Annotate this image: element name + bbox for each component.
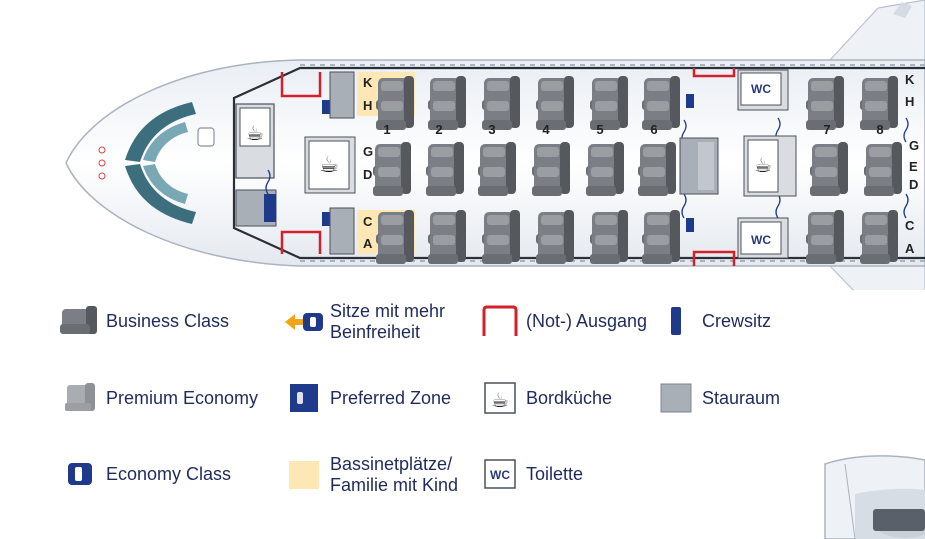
legend-economy: Economy Class <box>58 454 231 494</box>
seat-letter-c-rear: C <box>905 218 915 233</box>
legend-legroom: Sitze mit mehr Beinfreiheit <box>282 301 445 343</box>
legend-bassinet: Bassinetplätze/ Familie mit Kind <box>282 454 458 496</box>
legend-preferred: Preferred Zone <box>282 378 451 418</box>
cockpit-windows <box>125 102 215 224</box>
legend-exit: (Not-) Ausgang <box>478 301 647 341</box>
engine-graphic <box>824 455 925 539</box>
legend-bassinet-line1: Bassinetplätze/ <box>330 454 453 474</box>
seat-letter-h: H <box>363 98 372 113</box>
row-number-8: 8 <box>876 122 883 137</box>
legend-crew-label: Crewsitz <box>702 310 772 331</box>
premium-seat-icon <box>58 378 102 418</box>
svg-text:☕: ☕ <box>754 155 772 177</box>
seat-letter-d: D <box>363 167 372 182</box>
bassinet-icon <box>282 455 326 495</box>
legroom-seat-icon <box>282 302 326 342</box>
seat-letter-a-rear: A <box>905 241 915 256</box>
legend-premium-label: Premium Economy <box>106 387 259 408</box>
seat-letter-k: K <box>363 75 373 90</box>
row-number-5: 5 <box>596 122 603 137</box>
legend-economy-label: Economy Class <box>106 463 232 484</box>
exit-icon <box>478 301 522 341</box>
legend-storage-label: Stauraum <box>702 387 781 408</box>
legend-exit-label: (Not-) Ausgang <box>526 310 648 331</box>
legend-toilet-label: Toilette <box>526 463 584 484</box>
legend-legroom-line1: Sitze mit mehr <box>330 301 446 321</box>
seat-letter-a: A <box>363 236 373 251</box>
row-number-1: 1 <box>383 122 390 137</box>
svg-text:☕: ☕ <box>246 123 264 145</box>
wc-lower-label: WC <box>751 233 771 247</box>
seat-letter-k-rear: K <box>905 72 915 87</box>
seat-letter-g: G <box>363 144 373 159</box>
seat-letter-h-rear: H <box>905 94 914 109</box>
row-number-6: 6 <box>650 122 657 137</box>
toilet-icon-text: WC <box>490 468 510 482</box>
svg-text:☕: ☕ <box>319 152 339 177</box>
seat-letter-d-rear: D <box>909 177 918 192</box>
business-seat-icon <box>58 301 102 341</box>
legend-galley: ☕ Bordküche <box>478 378 612 418</box>
economy-seat-icon <box>58 454 102 494</box>
legend-galley-label: Bordküche <box>526 387 613 408</box>
svg-text:☕: ☕ <box>491 390 509 412</box>
row-number-7: 7 <box>823 122 830 137</box>
crew-seat-icon <box>654 301 698 341</box>
legend-bassinet-line2: Familie mit Kind <box>330 475 459 495</box>
legend-toilet: WC Toilette <box>478 454 583 494</box>
row-number-3: 3 <box>488 122 495 137</box>
toilet-icon: WC <box>478 454 522 494</box>
storage-icon <box>654 378 698 418</box>
legend-preferred-label: Preferred Zone <box>330 387 452 408</box>
legend-storage: Stauraum <box>654 378 780 418</box>
wc-upper-label: WC <box>751 82 771 96</box>
legend-legroom-line2: Beinfreiheit <box>330 322 421 342</box>
legend-crew: Crewsitz <box>654 301 771 341</box>
seat-letter-c: C <box>363 214 373 229</box>
preferred-zone-icon <box>282 378 326 418</box>
legend-premium: Premium Economy <box>58 378 258 418</box>
seat-letter-g-rear: G <box>909 138 919 153</box>
seat-letter-e-rear: E <box>909 159 918 174</box>
legend-business: Business Class <box>58 301 229 341</box>
legend-business-label: Business Class <box>106 310 230 331</box>
upper-wing <box>828 0 925 65</box>
seat-map: ☕ ☕ <box>65 0 925 290</box>
row-number-2: 2 <box>435 122 442 137</box>
row-number-4: 4 <box>542 122 550 137</box>
galley-icon: ☕ <box>478 378 522 418</box>
